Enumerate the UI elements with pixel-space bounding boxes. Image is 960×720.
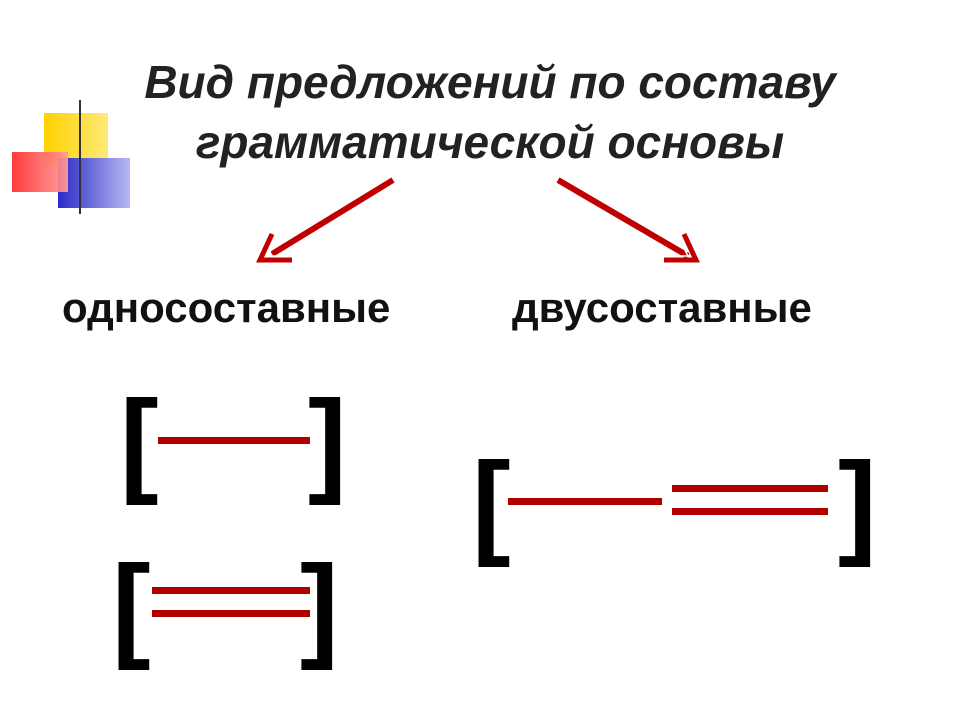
red-square — [12, 152, 68, 192]
scheme-full-open-bracket: [ — [472, 438, 511, 568]
blue-square — [58, 158, 130, 208]
predicate-underline-bottom — [152, 610, 310, 617]
right-arrow — [556, 177, 700, 263]
left-arrow — [256, 177, 395, 263]
subject-underline-1 — [158, 437, 310, 444]
scheme-predicate-open-bracket: [ — [112, 541, 151, 671]
scheme-subject-open-bracket: [ — [120, 376, 159, 506]
label-one-member: односоставные — [62, 284, 391, 331]
title-line-1: Вид предложений по составу — [144, 56, 836, 108]
subject-underline-2 — [508, 498, 662, 505]
slide-title: Вид предложений по составу грамматическо… — [0, 52, 960, 172]
scheme-predicate-close-bracket: ] — [300, 541, 339, 671]
title-line-2: грамматической основы — [195, 116, 785, 168]
predicate-underline-2-bottom — [672, 508, 828, 515]
scheme-full-close-bracket: ] — [838, 438, 877, 568]
label-two-member: двусоставные — [512, 284, 812, 331]
predicate-underline-2-top — [672, 485, 828, 492]
scheme-subject-close-bracket: ] — [308, 376, 347, 506]
predicate-underline-top — [152, 587, 310, 594]
